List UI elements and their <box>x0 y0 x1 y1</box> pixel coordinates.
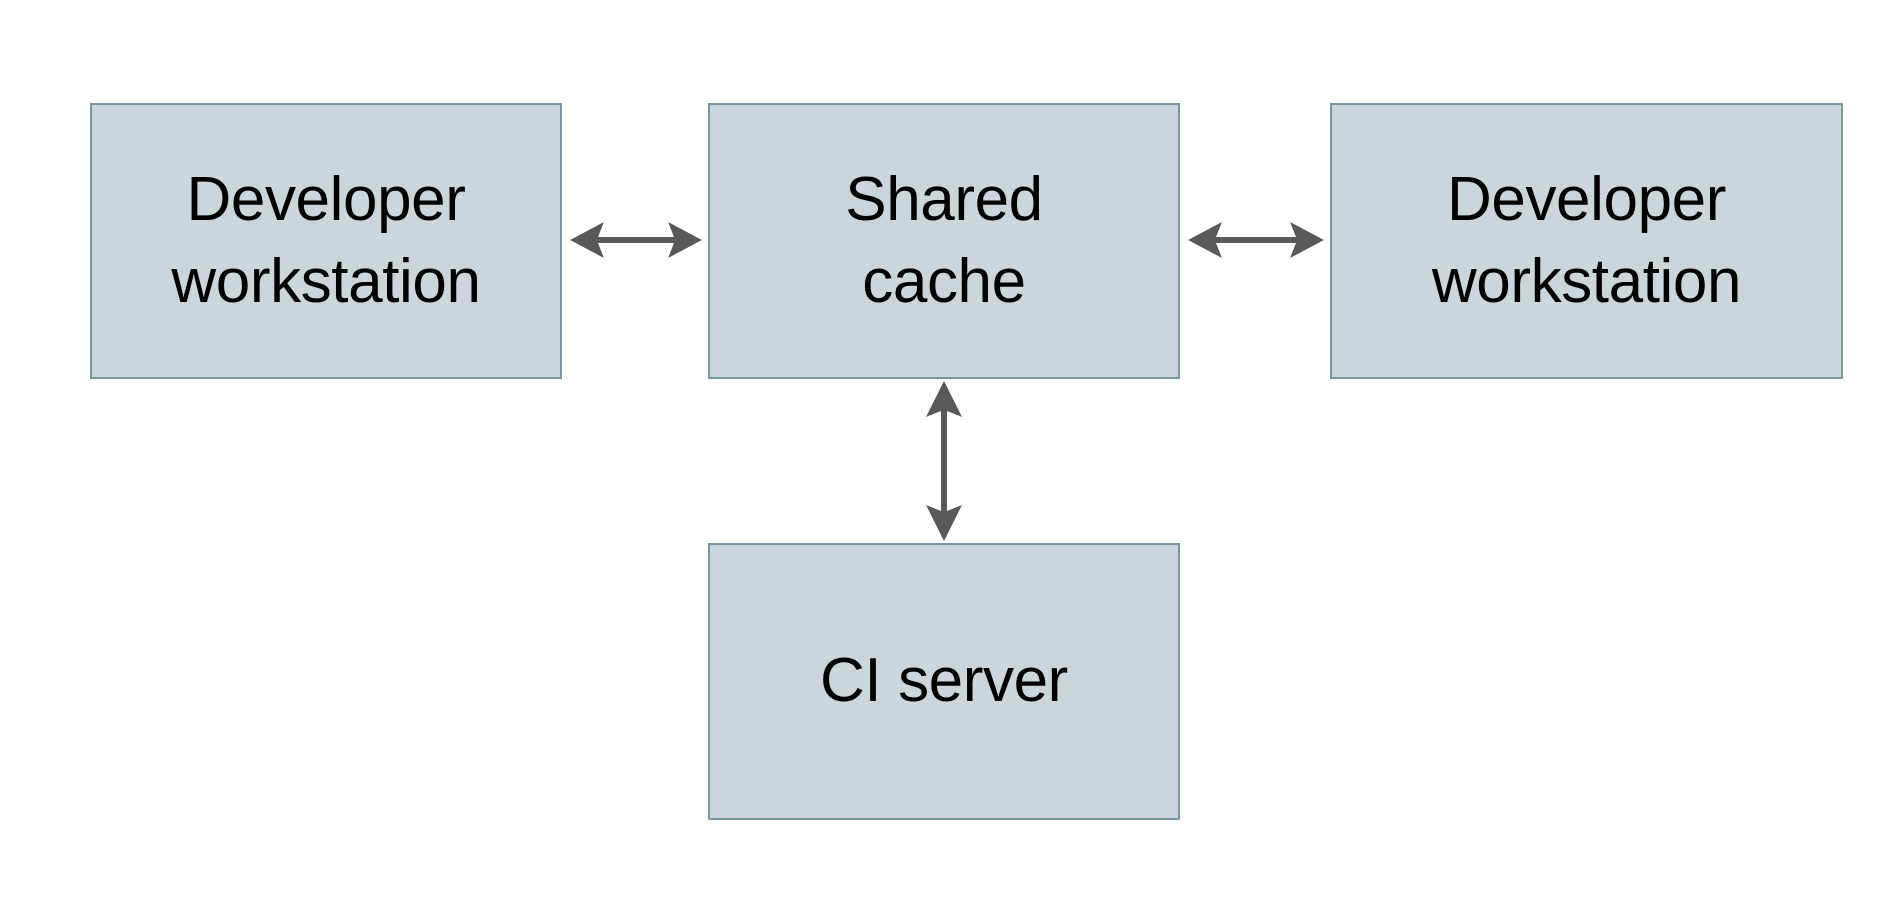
node-developer-workstation-left[interactable]: Developer workstation <box>90 103 562 379</box>
node-shared-cache[interactable]: Shared cache <box>708 103 1180 379</box>
node-developer-workstation-right[interactable]: Developer workstation <box>1330 103 1843 379</box>
double-arrow-icon <box>1188 222 1324 258</box>
double-arrow-icon <box>570 222 702 258</box>
node-label: Developer workstation <box>1431 164 1742 316</box>
edge-shared-cache-to-ci-server[interactable] <box>912 375 976 547</box>
node-label: Shared cache <box>845 164 1043 316</box>
node-label: Developer workstation <box>171 164 481 316</box>
edge-shared-cache-to-developer-right[interactable] <box>1178 208 1334 272</box>
edge-developer-left-to-shared-cache[interactable] <box>560 208 712 272</box>
node-label: CI server <box>820 646 1068 716</box>
node-ci-server[interactable]: CI server <box>708 543 1180 820</box>
double-arrow-icon <box>926 381 962 541</box>
